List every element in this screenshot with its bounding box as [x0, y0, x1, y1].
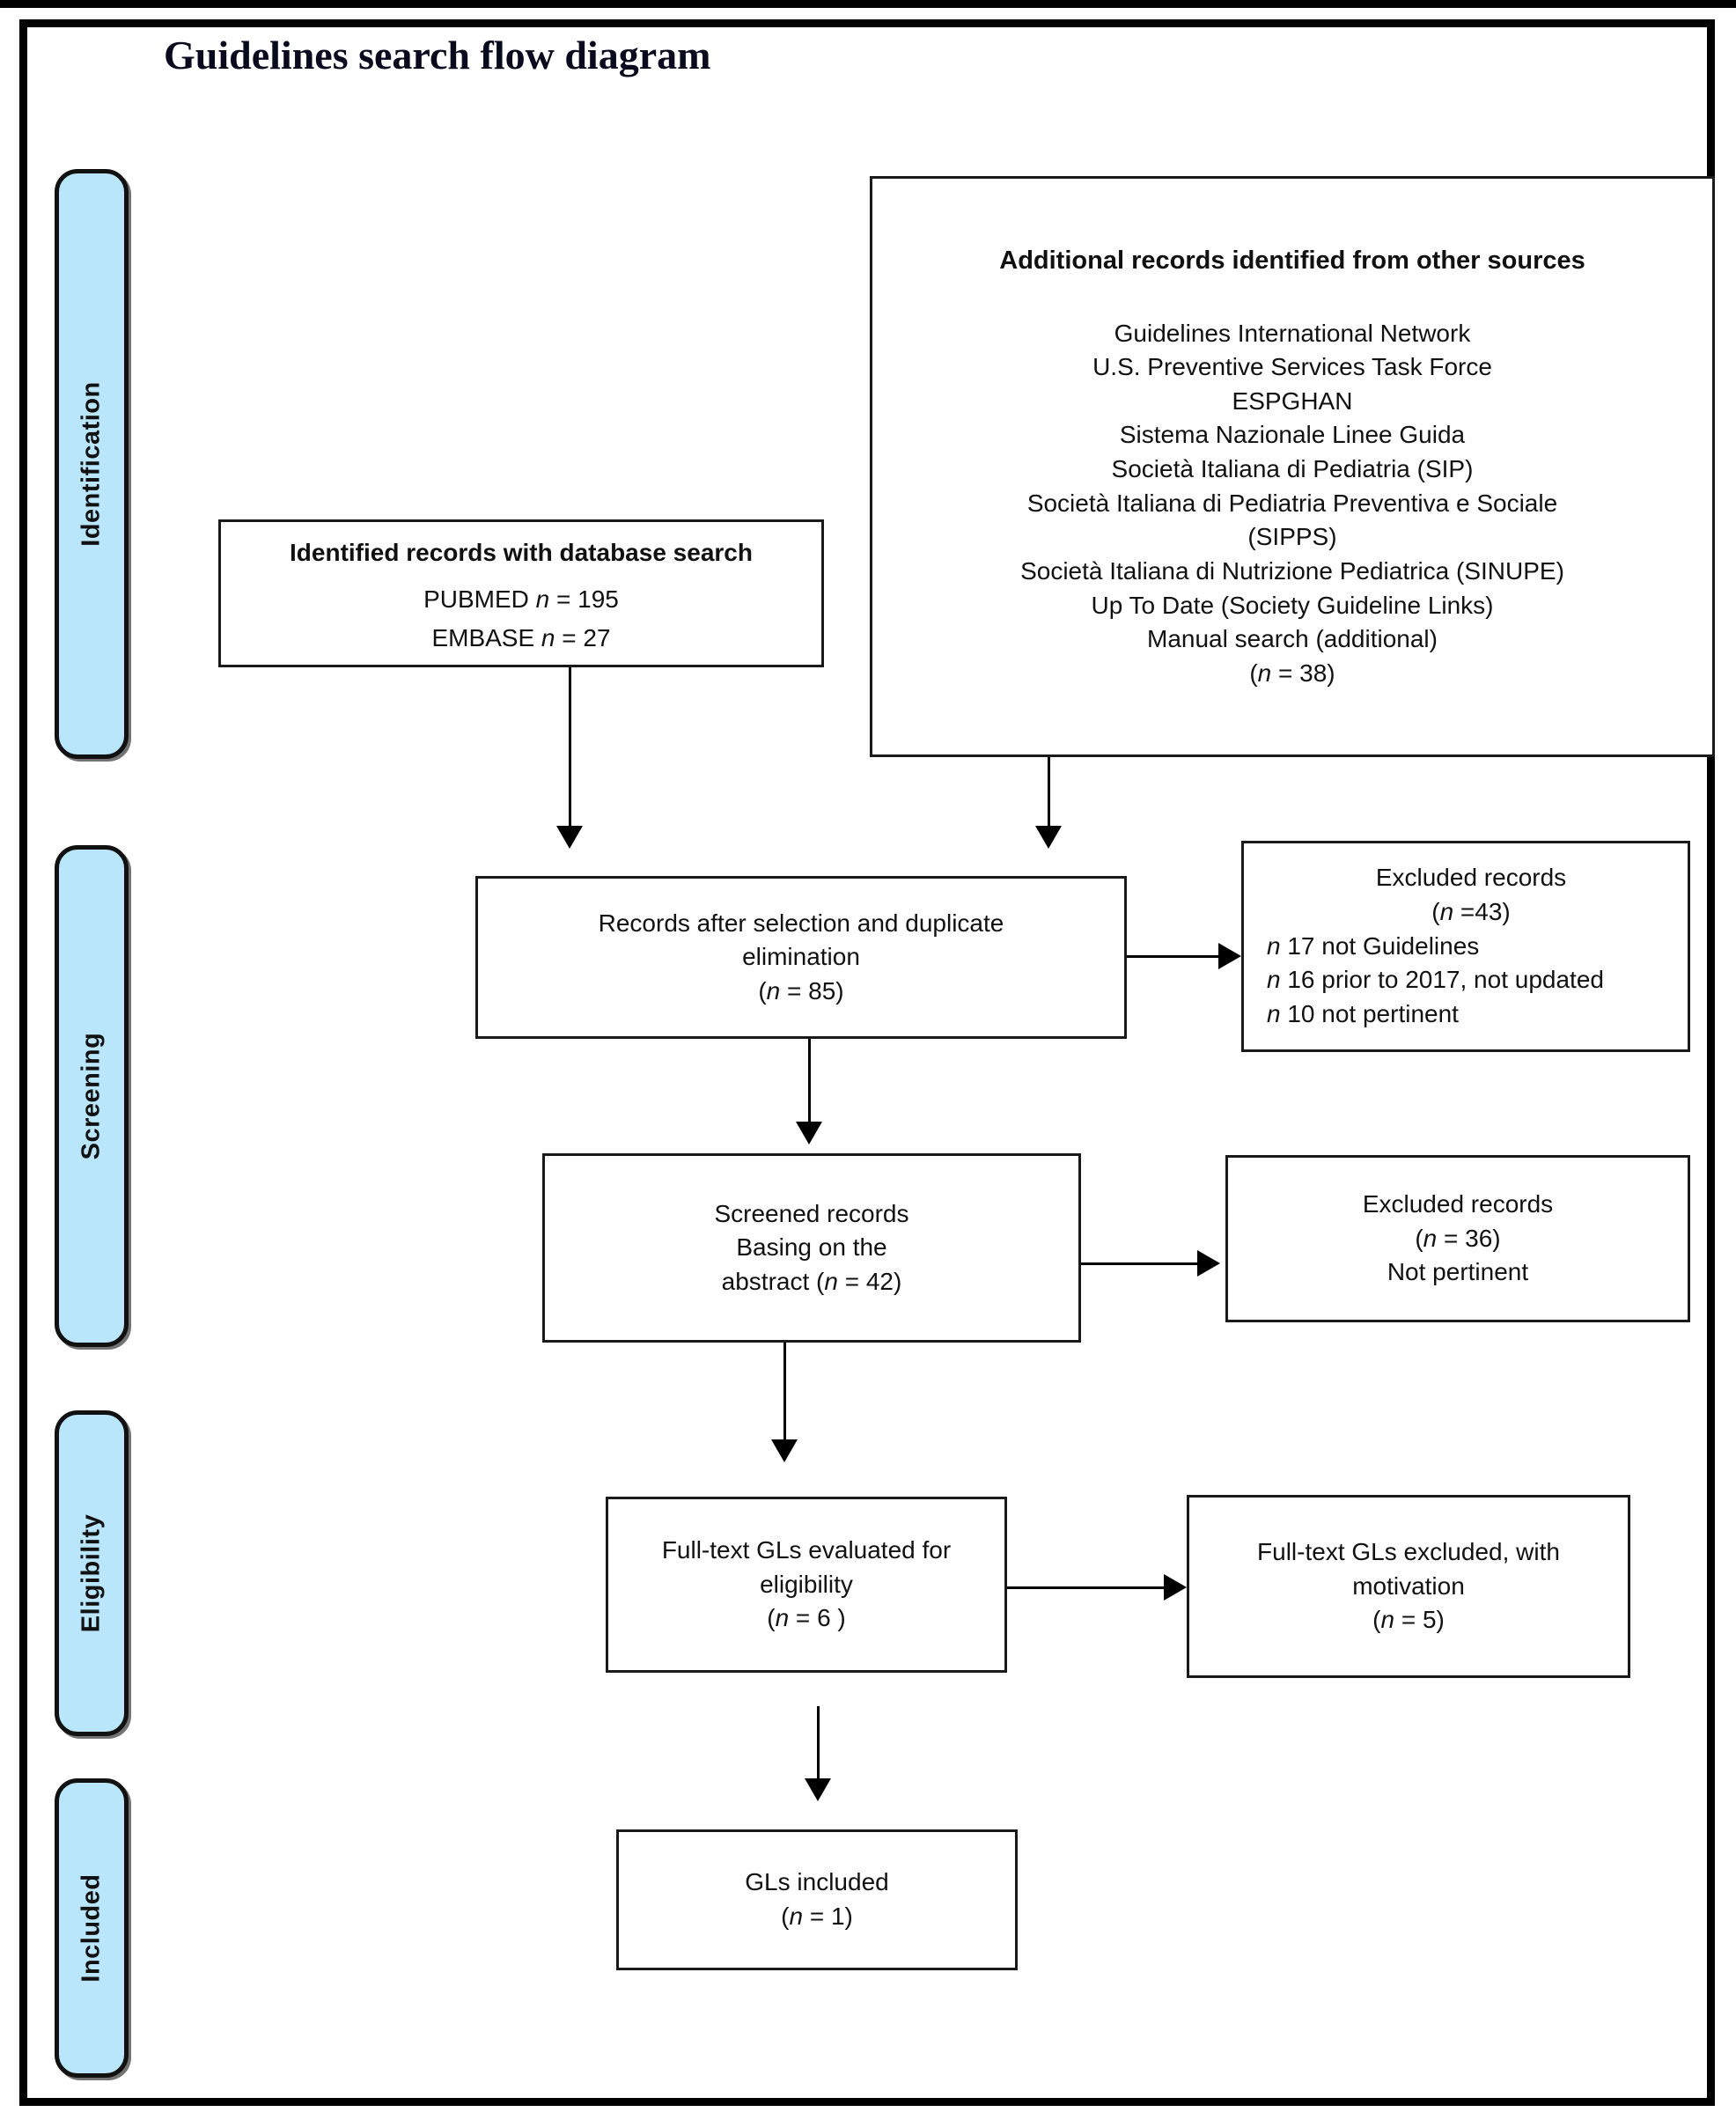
- outer-frame-border: [19, 19, 1715, 2106]
- stage-label-included-text: Included: [77, 1873, 106, 1983]
- arrowhead-screened-to-fulltext: [771, 1439, 798, 1462]
- stage-label-included: Included: [55, 1778, 129, 2078]
- stage-label-screening: Screening: [55, 845, 129, 1347]
- other-sources-item: Up To Date (Society Guideline Links): [1091, 591, 1494, 619]
- other-sources-item: ESPGHAN: [1232, 386, 1353, 415]
- other-sources-item: Società Italiana di Nutrizione Pediatric…: [1020, 556, 1564, 585]
- fulltext-excl-line1: Full-text GLs excluded, with: [1257, 1538, 1560, 1566]
- excluded-1-reason: n 17 not Guidelines: [1267, 931, 1480, 960]
- arrowhead-screened-to-excluded2: [1197, 1250, 1220, 1277]
- database-search-embase: EMBASE n = 27: [431, 624, 611, 652]
- database-search-pubmed: PUBMED n = 195: [423, 585, 619, 613]
- fulltext-excl-line2: motivation: [1352, 1571, 1465, 1600]
- box-database-search: Identified records with database search …: [218, 519, 824, 667]
- screened-line2: Basing on the: [736, 1233, 887, 1262]
- box-screened-records: Screened records Basing on the abstract …: [542, 1153, 1081, 1343]
- screened-line1: Screened records: [714, 1199, 909, 1227]
- top-rule: [0, 0, 1736, 8]
- box-other-sources: Additional records identified from other…: [870, 176, 1715, 757]
- fulltext-eval-count: (n = 6 ): [767, 1604, 846, 1632]
- connector-fulltext-to-included: [817, 1706, 820, 1778]
- excluded-1-reason: n 16 prior to 2017, not updated: [1267, 966, 1604, 994]
- arrowhead-selection-to-excluded1: [1218, 943, 1241, 969]
- box-excluded-records-screening: Excluded records (n =43) n 17 not Guidel…: [1241, 841, 1690, 1052]
- page-title: Guidelines search flow diagram: [164, 33, 711, 77]
- connector-screened-to-fulltext: [783, 1343, 786, 1439]
- other-sources-item: Società Italiana di Pediatria (SIP): [1111, 455, 1474, 483]
- arrowhead-fulltext-to-included: [805, 1778, 831, 1801]
- other-sources-item: (SIPPS): [1247, 523, 1337, 551]
- other-sources-item: Sistema Nazionale Linee Guida: [1119, 421, 1466, 449]
- connector-database-to-selection: [569, 667, 571, 826]
- connector-fulltext-to-excluded: [1007, 1586, 1164, 1589]
- connector-selection-to-excluded1: [1127, 955, 1218, 958]
- other-sources-item: Guidelines International Network: [1114, 319, 1471, 347]
- after-selection-line2: elimination: [742, 943, 860, 971]
- other-sources-item: Società Italiana di Pediatria Preventiva…: [1026, 489, 1558, 517]
- excluded-1-reason: n 10 not pertinent: [1267, 999, 1459, 1027]
- arrowhead-database-to-selection: [556, 826, 583, 849]
- screened-line3: abstract (n = 42): [721, 1267, 902, 1295]
- other-sources-count: (n = 38): [1249, 659, 1335, 687]
- excluded-2-heading: Excluded records: [1362, 1190, 1554, 1218]
- box-gls-included: GLs included (n = 1): [616, 1829, 1018, 1970]
- excluded-2-reason: Not pertinent: [1387, 1258, 1529, 1286]
- stage-label-eligibility-text: Eligibility: [77, 1513, 106, 1633]
- box-fulltext-evaluated: Full-text GLs evaluated for eligibility …: [606, 1497, 1007, 1673]
- stage-label-identification-text: Identification: [77, 381, 106, 547]
- arrowhead-selection-to-screened: [796, 1122, 822, 1144]
- excluded-1-count: (n =43): [1431, 898, 1511, 926]
- box-excluded-records-abstract: Excluded records (n = 36) Not pertinent: [1225, 1155, 1690, 1322]
- connector-screened-to-excluded2: [1081, 1262, 1197, 1265]
- fulltext-eval-line2: eligibility: [760, 1570, 853, 1598]
- fulltext-excl-count: (n = 5): [1372, 1606, 1445, 1634]
- stage-label-screening-text: Screening: [77, 1032, 106, 1160]
- box-records-after-selection: Records after selection and duplicate el…: [475, 876, 1127, 1039]
- fulltext-eval-line1: Full-text GLs evaluated for: [661, 1536, 952, 1564]
- included-line1: GLs included: [745, 1868, 889, 1896]
- arrowhead-other-sources-to-selection: [1035, 826, 1062, 849]
- excluded-1-heading: Excluded records: [1375, 864, 1567, 892]
- connector-other-sources-to-selection: [1048, 757, 1050, 826]
- other-sources-heading: Additional records identified from other…: [999, 246, 1585, 275]
- box-fulltext-excluded: Full-text GLs excluded, with motivation …: [1187, 1495, 1630, 1678]
- stage-label-eligibility: Eligibility: [55, 1410, 129, 1736]
- excluded-2-count: (n = 36): [1415, 1224, 1501, 1252]
- after-selection-line1: Records after selection and duplicate: [598, 909, 1004, 937]
- other-sources-item: U.S. Preventive Services Task Force: [1092, 353, 1492, 381]
- database-search-heading: Identified records with database search: [290, 539, 753, 567]
- arrowhead-fulltext-to-excluded: [1164, 1574, 1187, 1601]
- stage-label-identification: Identification: [55, 169, 129, 759]
- other-sources-item: Manual search (additional): [1147, 625, 1438, 653]
- included-count: (n = 1): [781, 1903, 853, 1930]
- connector-selection-to-screened: [808, 1039, 811, 1122]
- after-selection-count: (n = 85): [758, 976, 844, 1005]
